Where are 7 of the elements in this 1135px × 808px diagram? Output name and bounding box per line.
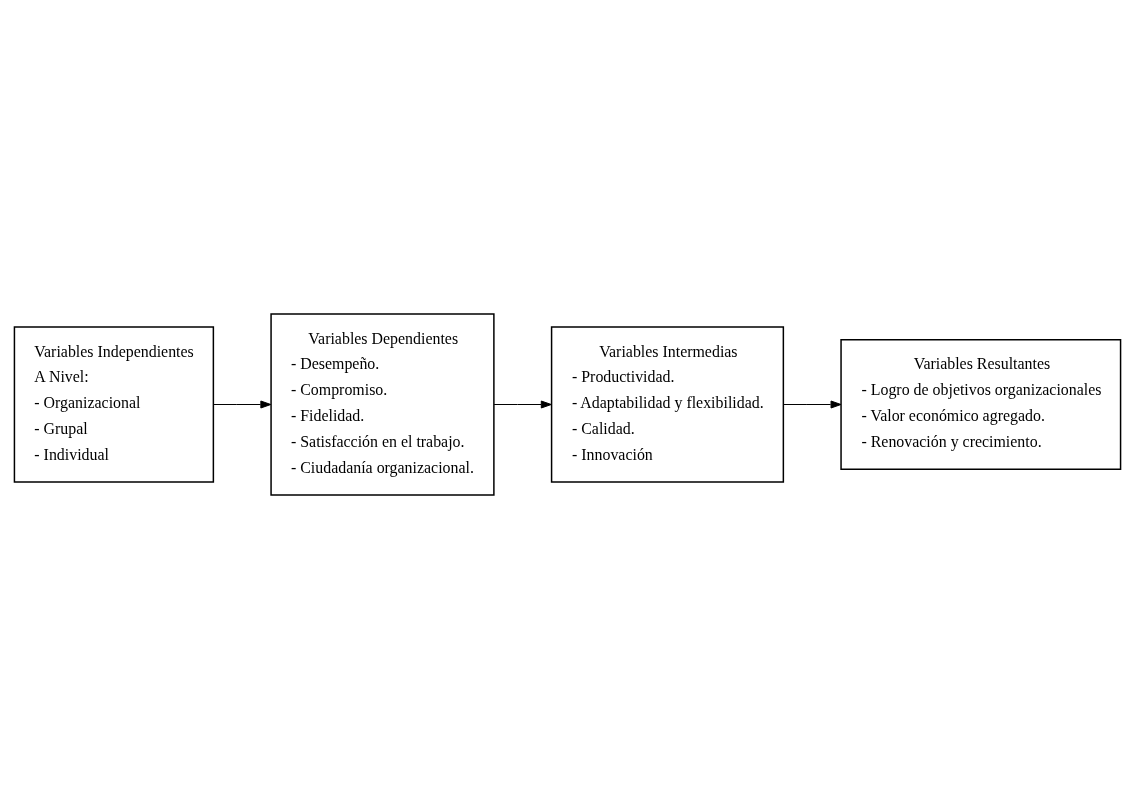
node-box: Variables Intermedias - Productividad. - Adaptabilidad y flexibilidad. - Calidad. - Innovación: [550, 325, 785, 483]
arrow: [783, 400, 842, 408]
arrow: [212, 400, 272, 408]
arrow: [493, 400, 552, 408]
node-box: Variables Resultantes - Logro de objetivos organizacionales - Valor económico agregado. - Renovación y crecimiento.: [840, 338, 1122, 470]
node-box: Variables Dependientes - Desempeño. - Compromiso. - Fidelidad. - Satisfacción en el trabajo. - Ciudadanía organizacional.: [270, 312, 495, 496]
node-box: Variables Independientes A Nivel: - Organizacional - Grupal - Individual: [13, 325, 215, 483]
